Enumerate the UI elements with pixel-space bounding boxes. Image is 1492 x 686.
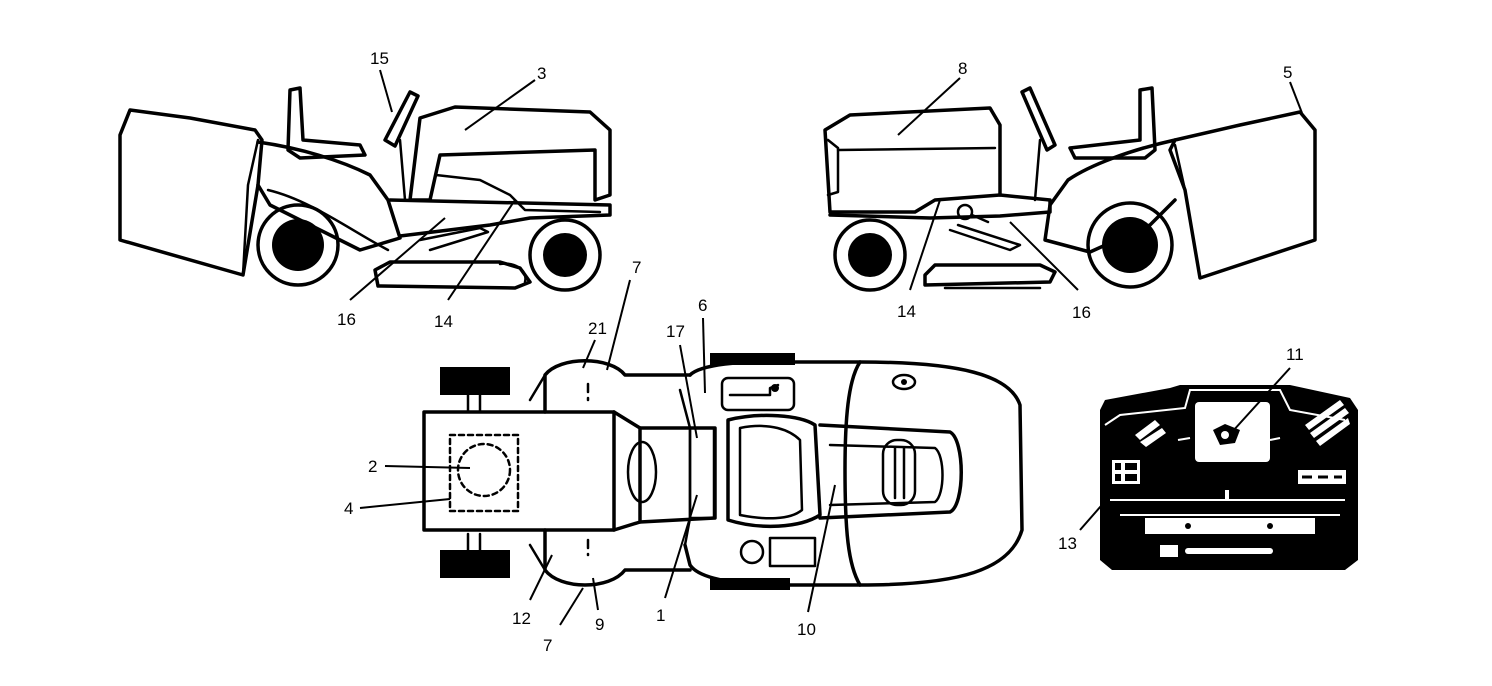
right-side-view — [823, 86, 1317, 292]
callout-13: 13 — [1058, 534, 1077, 553]
callout-9: 9 — [595, 615, 604, 634]
callout-8: 8 — [958, 59, 967, 78]
left-mower-deck — [373, 260, 532, 290]
callout-14-right: 14 — [897, 302, 916, 321]
left-seat — [286, 86, 367, 160]
top-fender-lower — [543, 528, 692, 587]
callout-15: 15 — [370, 49, 389, 68]
callout-10: 10 — [797, 620, 816, 639]
callout-4: 4 — [344, 499, 353, 518]
top-view — [422, 353, 1024, 590]
left-rear-wheel — [256, 203, 340, 287]
right-front-wheel — [833, 218, 907, 292]
right-hood — [823, 106, 1002, 214]
callout-11: 11 — [1286, 345, 1304, 364]
left-fender — [256, 140, 402, 252]
callout-1: 1 — [656, 606, 665, 625]
right-grass-bag — [1168, 110, 1317, 280]
callout-17: 17 — [666, 322, 685, 341]
right-mower-deck — [923, 263, 1057, 287]
right-rear-wheel — [1086, 201, 1174, 289]
top-lift-lever — [720, 376, 796, 412]
callout-21: 21 — [588, 319, 607, 338]
callout-12: 12 — [512, 609, 531, 628]
callout-2: 2 — [368, 457, 377, 476]
top-rear-tire-upper — [440, 367, 510, 395]
top-steering-wheel — [881, 438, 917, 507]
callout-labels: 15 3 16 14 8 5 14 16 7 21 17 6 2 4 12 7 … — [337, 49, 1304, 655]
callout-16-right: 16 — [1072, 303, 1091, 322]
left-grass-bag — [118, 108, 264, 277]
callout-5: 5 — [1283, 63, 1292, 82]
dashboard-panel — [1100, 385, 1358, 570]
left-front-wheel — [528, 218, 602, 292]
top-grass-bag — [422, 410, 616, 532]
callout-3: 3 — [537, 64, 546, 83]
left-steering-wheel — [383, 90, 420, 148]
top-rear-tire-lower — [440, 550, 510, 578]
callout-7-top: 7 — [632, 258, 641, 277]
callout-6: 6 — [698, 296, 707, 315]
top-seat — [726, 413, 822, 529]
right-fender — [1043, 138, 1177, 254]
top-fender-upper — [543, 359, 692, 414]
right-steering-wheel — [1020, 86, 1057, 152]
callout-7-bottom: 7 — [543, 636, 552, 655]
leader-lines — [349, 69, 1303, 626]
callout-16-left: 16 — [337, 310, 356, 329]
left-side-view — [118, 86, 612, 292]
callout-14-left: 14 — [434, 312, 453, 331]
